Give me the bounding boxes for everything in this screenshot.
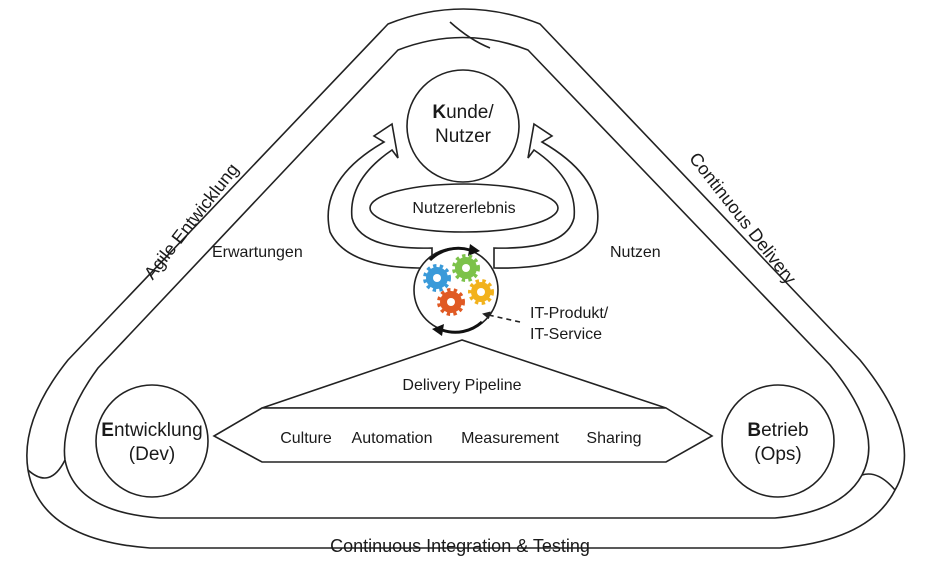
band-label-bottom: Continuous Integration & Testing [330, 536, 590, 556]
delivery-pipeline: Delivery Pipeline Culture Automation Mea… [212, 339, 714, 463]
band-twist-right [861, 473, 896, 491]
node-ops: Betrieb (Ops) [721, 384, 835, 498]
gear-green-icon [452, 254, 480, 282]
node-customer-line1: Kunde/ [432, 102, 494, 123]
node-dev-line2: (Dev) [129, 444, 175, 465]
pipeline-item-culture: Culture [280, 430, 332, 447]
outer-band-outer-edge [26, 8, 906, 549]
gear-yellow-icon [468, 279, 494, 305]
product-pointer-arrow [482, 311, 521, 323]
benefit-label: Nutzen [610, 244, 661, 261]
band-label-right: Continuous Delivery [685, 149, 800, 288]
user-experience-ellipse: Nutzererlebnis [369, 183, 559, 233]
outer-band-inner-edge [63, 36, 870, 519]
product-label-line2: IT-Service [530, 326, 602, 343]
node-dev: Entwicklung (Dev) [95, 384, 209, 498]
user-experience-label: Nutzererlebnis [412, 200, 515, 217]
node-dev-line1: Entwicklung [101, 420, 202, 441]
product-label-line1: IT-Produkt/ [530, 305, 609, 322]
band-label-left: Agile Entwicklung [140, 160, 243, 283]
band-twist-left [27, 459, 66, 479]
pipeline-title: Delivery Pipeline [402, 377, 521, 394]
pipeline-item-measurement: Measurement [461, 430, 559, 447]
gear-blue-icon [423, 264, 451, 292]
pipeline-item-automation: Automation [352, 430, 433, 447]
node-customer-line2: Nutzer [435, 126, 492, 147]
pipeline-roof [261, 339, 667, 409]
pipeline-body [212, 407, 714, 463]
node-ops-line1: Betrieb [747, 420, 808, 441]
expectations-label: Erwartungen [212, 244, 303, 261]
gears-icon [413, 244, 499, 336]
node-ops-line2: (Ops) [754, 444, 802, 465]
outer-band [26, 8, 906, 549]
pipeline-item-sharing: Sharing [586, 430, 641, 447]
cycle-arrows-icon [428, 244, 484, 336]
band-twist-top [449, 21, 491, 49]
node-customer: Kunde/ Nutzer [406, 69, 520, 183]
gear-orange-icon [437, 288, 465, 316]
benefit-arrow [493, 122, 599, 269]
